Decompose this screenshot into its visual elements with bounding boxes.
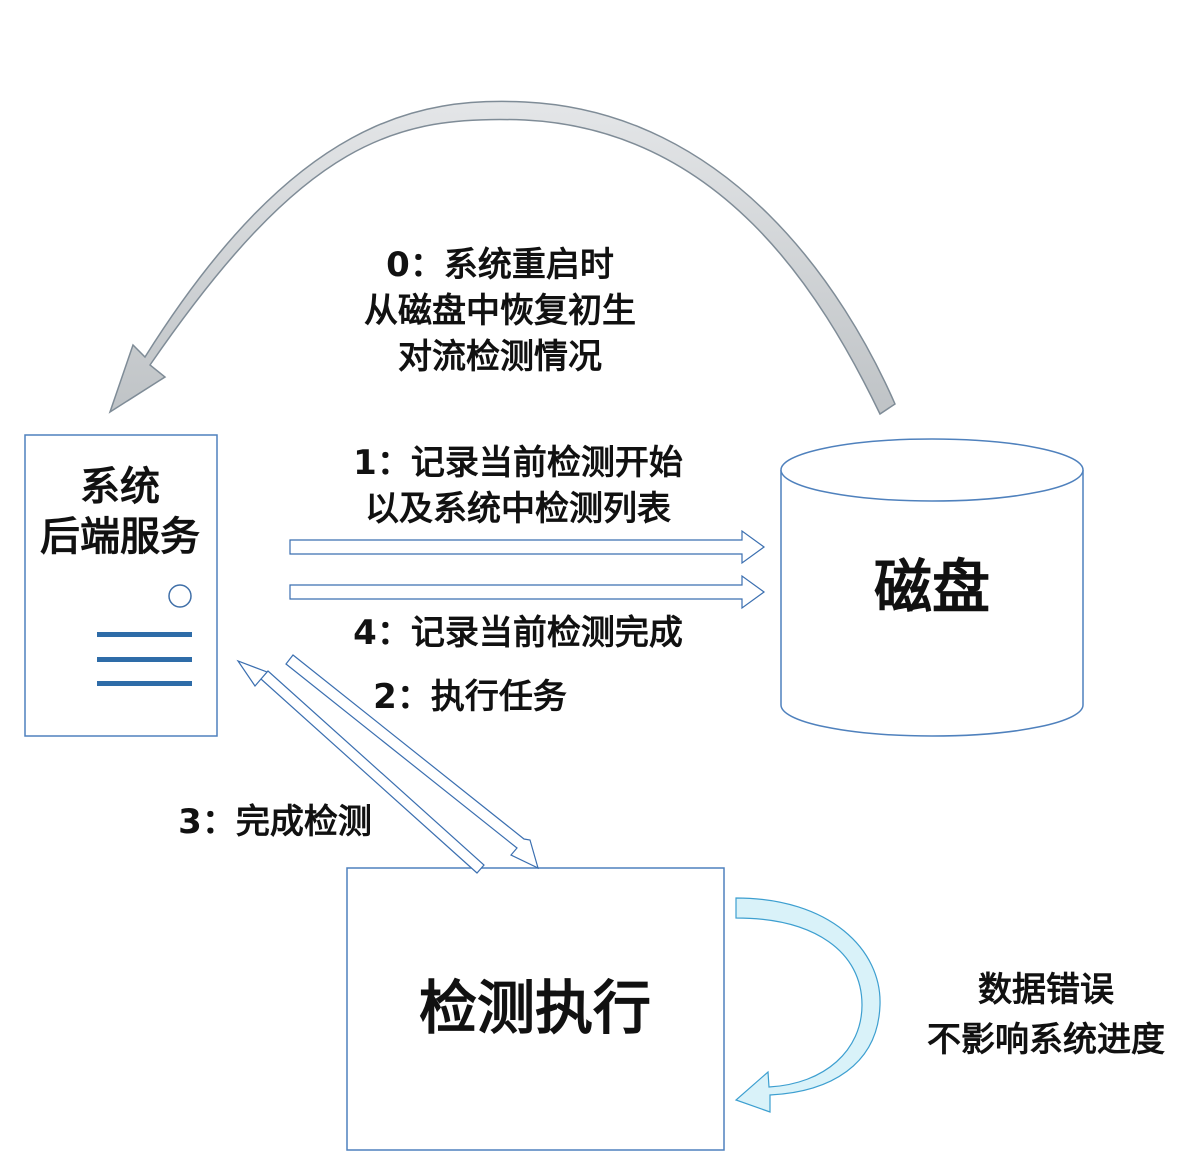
- server-label: 系统 后端服务: [40, 462, 200, 562]
- step3-arrow: [236, 659, 485, 874]
- step0-line3: 对流检测情况: [398, 337, 602, 377]
- step0-line2: 从磁盘中恢复初生: [364, 291, 636, 331]
- step4-arrow: [289, 574, 766, 610]
- step1-line2: 以及系统中检测列表: [365, 489, 671, 529]
- self-loop-label: 数据错误 不影响系统进度: [896, 965, 1196, 1065]
- server-label-line2: 后端服务: [40, 514, 200, 560]
- step2-label: 2：执行任务: [373, 677, 567, 717]
- server-icon: [97, 584, 192, 686]
- step0-line1: 0：系统重启时: [386, 245, 614, 285]
- cylinder-icon: [780, 438, 1084, 737]
- step4-label: 4：记录当前检测完成: [353, 613, 683, 653]
- step2-arrow: [285, 654, 539, 870]
- step0-label: 0：系统重启时 从磁盘中恢复初生 对流检测情况: [330, 242, 670, 380]
- executor-box: [346, 867, 725, 1151]
- restore-arc-arrow: [108, 100, 896, 416]
- step3-label: 3：完成检测: [178, 802, 372, 842]
- disk-label: 磁盘: [873, 553, 990, 621]
- step1-arrow: [289, 529, 766, 565]
- server-label-line1: 系统: [80, 464, 160, 510]
- self-loop-line1: 数据错误: [978, 970, 1114, 1010]
- server-node: [24, 434, 218, 737]
- self-loop-line2: 不影响系统进度: [927, 1020, 1165, 1060]
- step1-line1: 1：记录当前检测开始: [353, 443, 683, 483]
- executor-label: 检测执行: [418, 974, 651, 1042]
- step1-label: 1：记录当前检测开始 以及系统中检测列表: [318, 440, 718, 532]
- self-loop-arrow: [734, 897, 881, 1113]
